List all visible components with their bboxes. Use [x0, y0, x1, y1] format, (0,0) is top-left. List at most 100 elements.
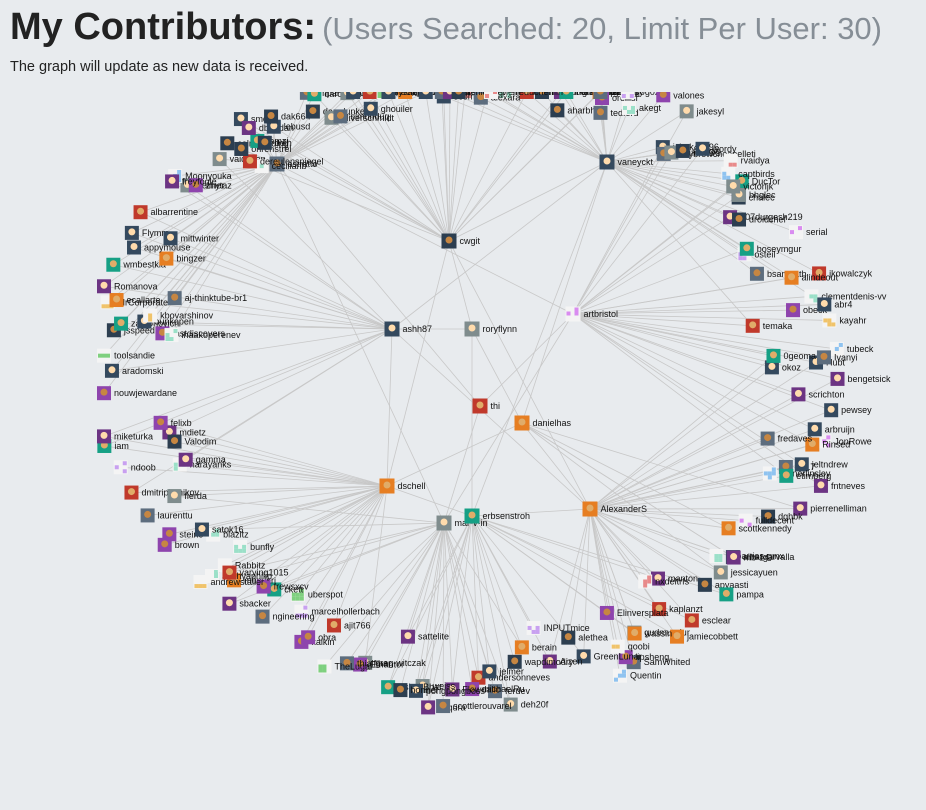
- contributor-node-scottlerouvarel[interactable]: scottlerouvarel: [436, 699, 512, 714]
- contributor-node-zhytaz[interactable]: zhytaz: [188, 178, 233, 193]
- contributor-node-dak664[interactable]: dak664: [264, 109, 311, 124]
- contributor-node-gamma[interactable]: gamma: [178, 452, 226, 467]
- contributor-node-tannerlinsley[interactable]: tannerlinsley: [762, 466, 831, 481]
- contributor-node-alindeout[interactable]: alindeout: [784, 270, 839, 285]
- contributor-node-manton[interactable]: manton: [650, 571, 698, 586]
- contributor-node-rvaidya[interactable]: rvaidya: [723, 153, 770, 168]
- contributor-node-fntneves[interactable]: fntneves: [813, 478, 866, 493]
- contributor-node-berain[interactable]: berain: [514, 640, 557, 655]
- contributor-node-pewsey[interactable]: pewsey: [824, 403, 872, 418]
- contributor-node-vaneyckt[interactable]: vaneyckt: [599, 154, 654, 170]
- contributor-node-ihaakoperenev[interactable]: ihaakoperenev: [164, 328, 242, 343]
- contributor-node-satok16[interactable]: satok16: [194, 522, 244, 537]
- contributor-node-flowdalic[interactable]: Flowdalic: [445, 682, 500, 697]
- contributor-node-thialfihar[interactable]: thialfihar: [339, 656, 391, 671]
- contributor-node-aradomski[interactable]: aradomski: [104, 363, 164, 378]
- contributor-node-ryanto[interactable]: ryanto: [519, 92, 562, 99]
- contributor-node-flymm[interactable]: Flymm: [124, 225, 169, 240]
- contributor-node-emantor[interactable]: Emantor: [353, 657, 404, 672]
- contributor-node-alethea[interactable]: alethea: [561, 630, 608, 645]
- contributor-node-wmbestkia[interactable]: wmbestkia: [106, 257, 166, 272]
- contributor-node-saqura[interactable]: saqura: [421, 700, 466, 715]
- contributor-node-danielhas[interactable]: danielhas: [514, 415, 572, 431]
- contributor-node-simonduq[interactable]: simonduq: [333, 109, 389, 124]
- contributor-node-aj-thinktube-br1[interactable]: aj-thinktube-br1: [167, 291, 248, 306]
- contributor-node-adithyaphilip[interactable]: adithyaphilip: [205, 569, 272, 584]
- contributor-node-alexanders[interactable]: AlexanderS: [582, 501, 648, 517]
- contributor-node-dghbk[interactable]: dghbk: [761, 509, 803, 524]
- contributor-node-fulldecent[interactable]: fulldecent: [738, 513, 795, 528]
- contributor-node-quentin[interactable]: Quentin: [612, 668, 662, 683]
- contributor-node-valones[interactable]: valones: [656, 92, 705, 103]
- contributor-node-artbristol[interactable]: artbristol: [565, 306, 619, 322]
- contributor-node-frewsxcv[interactable]: frewsxcv: [256, 579, 310, 594]
- contributor-node-tubeck[interactable]: tubeck: [829, 341, 874, 356]
- contributor-node-aizen[interactable]: Aizen: [542, 654, 583, 669]
- contributor-node-appymouse[interactable]: appymouse: [127, 240, 191, 255]
- contributor-node-felixb[interactable]: felixb: [153, 415, 192, 430]
- contributor-node-ngineering[interactable]: ngineering: [255, 609, 315, 624]
- contributor-node-valodim[interactable]: Valodim: [167, 434, 217, 449]
- contributor-node-michaelru[interactable]: michaelRu: [465, 682, 525, 697]
- contributor-node-pongpongboss[interactable]: pongpongboss: [408, 683, 486, 698]
- contributor-node-esclear[interactable]: esclear: [684, 613, 731, 628]
- contributor-node-jamiecobbett[interactable]: jamiecobbett: [670, 629, 739, 644]
- contributor-node-erbsenstroh[interactable]: erbsenstroh: [464, 508, 531, 524]
- contributor-node-jakesyl[interactable]: jakesyl: [679, 104, 725, 119]
- contributor-node-scrichton[interactable]: scrichton: [791, 387, 844, 402]
- contributor-node-jelmer[interactable]: jelmer: [482, 664, 524, 679]
- contributor-node-aharbhatti[interactable]: aharbhatti: [550, 103, 607, 118]
- contributor-node-ivanyi[interactable]: Ivanyi: [816, 350, 858, 365]
- contributor-node-mittwinter[interactable]: mittwinter: [163, 231, 220, 246]
- contributor-graph-canvas[interactable]: fujinpetergoldsteinmmzykryantolamont-gra…: [0, 92, 926, 810]
- contributor-node-varying1015[interactable]: varying1015: [222, 565, 289, 580]
- contributor-node-jkowalczyk[interactable]: jkowalczyk: [812, 266, 873, 281]
- contributor-node-sattelite[interactable]: sattelite: [400, 629, 449, 644]
- contributor-node-andrewstaller[interactable]: andrewstaller: [193, 575, 264, 590]
- contributor-node-ckett[interactable]: ckett: [267, 582, 304, 597]
- contributor-node-arbruijn[interactable]: arbruijn: [807, 422, 855, 437]
- contributor-node-bingzer[interactable]: bingzer: [159, 251, 206, 266]
- contributor-node-fredaves[interactable]: fredaves: [760, 431, 813, 446]
- contributor-node-laurenttu[interactable]: laurenttu: [140, 508, 193, 523]
- contributor-node-mb-14[interactable]: mb-14: [726, 550, 770, 565]
- contributor-node-elinversplata[interactable]: Elinversplata: [599, 605, 669, 620]
- contributor-node-boseymgur[interactable]: boseymgur: [739, 241, 802, 256]
- contributor-node-marcelhollerbach[interactable]: marcelhollerbach: [294, 604, 380, 619]
- contributor-node-miketurka[interactable]: miketurka: [97, 429, 153, 444]
- contributor-node-andersonneves[interactable]: andersonneves: [471, 670, 551, 685]
- contributor-node-zantonovich[interactable]: zantonovich: [114, 316, 179, 331]
- contributor-node-victorijk[interactable]: victorijk: [726, 179, 774, 194]
- contributor-node-rkassox[interactable]: rkassox: [559, 92, 608, 99]
- contributor-node-pierreduchemin[interactable]: pierreduchemin: [484, 92, 563, 99]
- contributor-node-astratto[interactable]: astratto: [269, 156, 318, 172]
- contributor-node-jeltndrew[interactable]: jeltndrew: [794, 457, 849, 472]
- contributor-node-freyfogle[interactable]: freyfogle: [165, 174, 217, 189]
- contributor-node-clementdenis-vv[interactable]: clementdenis-vv: [804, 289, 887, 304]
- contributor-node-nouwjewardane[interactable]: nouwjewardane: [97, 386, 177, 401]
- contributor-node-bengetsick[interactable]: bengetsick: [830, 371, 892, 386]
- contributor-node-lamont-granquist[interactable]: lamont-granquist: [534, 92, 620, 99]
- contributor-node-pierrenelliman[interactable]: pierrenelliman: [793, 501, 867, 516]
- contributor-node-dschell[interactable]: dschell: [379, 478, 426, 494]
- contributor-node-etimberg[interactable]: etimberg: [779, 468, 831, 483]
- contributor-node-sbacker[interactable]: sbacker: [222, 596, 271, 611]
- contributor-node-rinsed[interactable]: Rinsed: [805, 437, 850, 452]
- contributor-node-dereulenspiegel[interactable]: dereulenspiegel: [242, 154, 324, 169]
- contributor-node-scottkennedy[interactable]: scottkennedy: [721, 521, 793, 536]
- contributor-node-greenlunar[interactable]: GreenLunar: [576, 649, 642, 664]
- contributor-node-thi[interactable]: thi: [472, 398, 501, 414]
- contributor-node-bobarries-gmx[interactable]: bobarries-gmx: [709, 549, 784, 564]
- contributor-node-wordy[interactable]: wordy: [695, 141, 738, 156]
- contributor-node-jog02[interactable]: jog02: [620, 92, 660, 99]
- contributor-node-kayahr[interactable]: kayahr: [822, 313, 866, 328]
- contributor-node-okoz[interactable]: okoz: [764, 360, 802, 375]
- contributor-node-fierda[interactable]: fierda: [167, 489, 207, 504]
- contributor-node-obra[interactable]: obra: [301, 630, 336, 645]
- contributor-node-brown[interactable]: brown: [157, 537, 200, 552]
- contributor-node-qoobi[interactable]: qoobi: [610, 639, 650, 654]
- contributor-node-wassin[interactable]: wassin: [627, 626, 673, 641]
- contributor-node-captbirds[interactable]: captbirds: [721, 166, 775, 181]
- contributor-node-ferdev[interactable]: ferdev: [488, 684, 531, 699]
- contributor-node-apyaasti[interactable]: apyaasti: [697, 577, 749, 592]
